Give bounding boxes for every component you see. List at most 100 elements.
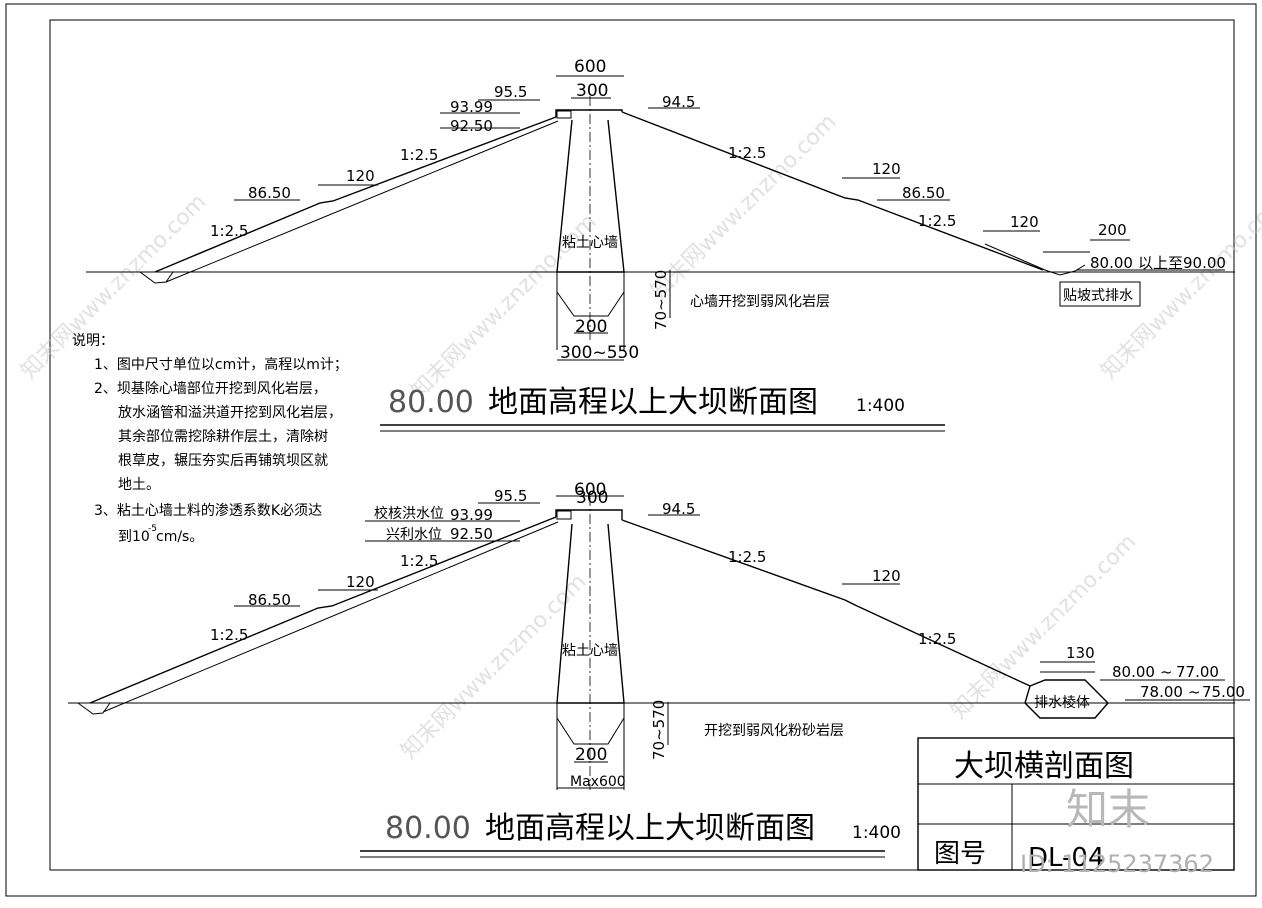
logo-watermark: 知末 bbox=[1066, 785, 1150, 834]
upstream-toe bbox=[77, 702, 111, 715]
section-scale: 1:400 bbox=[856, 396, 905, 416]
crest-width-label: 600 bbox=[574, 57, 606, 77]
berm-label: 120 bbox=[1010, 213, 1039, 231]
upstream-slope bbox=[89, 516, 557, 704]
elev-berm-label: 86.50 bbox=[248, 591, 291, 609]
crest-block bbox=[556, 110, 572, 119]
slope-label: 1:2.5 bbox=[210, 626, 248, 644]
upstream-toe bbox=[139, 271, 174, 284]
core-wall bbox=[556, 119, 625, 273]
id-watermark: ID: 1125237362 bbox=[1020, 850, 1214, 878]
cutoff-trench bbox=[556, 703, 625, 745]
cutoff-trench bbox=[556, 272, 625, 317]
watermark-text: 知末网www.znzmo.com bbox=[17, 189, 212, 384]
downstream-drain bbox=[984, 243, 1086, 276]
note-line: 3、粘土心墙土料的渗透系数K必须达 bbox=[94, 503, 322, 519]
title-block-frame bbox=[917, 737, 1235, 871]
slope-label: 1:2.5 bbox=[728, 144, 766, 162]
crest bbox=[555, 509, 623, 520]
core-label: 粘土心墙 bbox=[562, 235, 618, 251]
note-line: 地土。 bbox=[118, 477, 160, 493]
watermark-text: 知末网www.znzmo.com bbox=[647, 109, 842, 304]
note-line: cm/s。 bbox=[156, 529, 203, 545]
prism-label: 排水棱体 bbox=[1034, 695, 1090, 711]
section-title-number: 80.00 bbox=[385, 811, 471, 846]
prism-width-label: 130 bbox=[1066, 644, 1095, 662]
trench-depth-label: 70~570 bbox=[652, 270, 670, 330]
outer-border bbox=[5, 3, 1257, 897]
trench-depth-label: 70~570 bbox=[650, 700, 668, 760]
note-line: 其余部位需挖除耕作层土，清除树 bbox=[118, 428, 328, 445]
core-wall bbox=[556, 523, 625, 704]
section-title-number: 80.00 bbox=[388, 385, 474, 420]
elev-downstream-label: 94.5 bbox=[662, 93, 695, 111]
trench-label: 开挖到弱风化粉砂岩层 bbox=[704, 723, 844, 739]
berm-label: 120 bbox=[872, 160, 901, 178]
core-top-label: 300 bbox=[576, 488, 608, 508]
trench-label: 心墙开挖到弱风化岩层 bbox=[690, 294, 830, 310]
title-block: 大坝横剖面图 图号 DL-04 bbox=[917, 737, 1235, 873]
elev-b2-label: 75.00 bbox=[1202, 683, 1245, 701]
elev-tilde: ~ bbox=[1160, 663, 1173, 681]
elev-berm-label: 86.50 bbox=[902, 184, 945, 202]
inner-border bbox=[49, 19, 1235, 871]
note-line: 根草皮，辗压夯实后再铺筑坝区就 bbox=[118, 452, 328, 469]
slope-label: 1:2.5 bbox=[728, 548, 766, 566]
elev-b-label: 78.00 bbox=[1140, 683, 1183, 701]
slope-label: 1:2.5 bbox=[400, 552, 438, 570]
note-line: 2、坝基除心墙部位开挖到风化岩层， bbox=[94, 380, 327, 397]
drain-label-box bbox=[1059, 281, 1141, 307]
trench-bottom-label: 200 bbox=[575, 317, 607, 337]
top-section: 600 300 95.5 93.99 92.50 94.5 1:2.5 1:2.… bbox=[86, 57, 1235, 432]
elev-tilde: ~ bbox=[1188, 683, 1201, 701]
elev-berm-label: 86.50 bbox=[248, 184, 291, 202]
elev-normal-label: 92.50 bbox=[450, 525, 493, 543]
upstream-protection bbox=[102, 521, 559, 713]
elev-crest-label: 95.5 bbox=[494, 83, 527, 101]
drain-elev-label: 80.00 bbox=[1090, 254, 1133, 272]
note-line: 放水涵管和溢洪道开挖到风化岩层， bbox=[118, 405, 342, 421]
slope-label: 1:2.5 bbox=[210, 222, 248, 240]
bottom-section: 600 300 95.5 校核洪水位 93.99 兴利水位 92.50 94.5… bbox=[68, 480, 1250, 858]
crest-block bbox=[556, 510, 572, 520]
upstream-protection bbox=[165, 120, 559, 283]
downstream-slope bbox=[621, 111, 1044, 271]
notes-title: 说明： bbox=[72, 333, 114, 349]
crest-width-label: 600 bbox=[574, 480, 606, 500]
drain-width-label: 200 bbox=[1098, 221, 1127, 239]
drain-label: 贴坡式排水 bbox=[1063, 288, 1133, 304]
normal-level-label: 兴利水位 bbox=[386, 527, 442, 543]
notes: 说明： 1、图中尺寸单位以cm计，高程以m计； 2、坝基除心墙部位开挖到风化岩层… bbox=[72, 333, 348, 545]
core-top-label: 300 bbox=[576, 81, 608, 101]
section-scale: 1:400 bbox=[852, 823, 901, 843]
trench-base-label: Max600 bbox=[570, 774, 626, 790]
downstream-slope bbox=[621, 519, 1031, 687]
berm-label: 120 bbox=[872, 567, 901, 585]
trench-bottom-label: 200 bbox=[575, 745, 607, 765]
slope-label: 1:2.5 bbox=[918, 630, 956, 648]
slope-label: 1:2.5 bbox=[400, 146, 438, 164]
title-block-title: 大坝横剖面图 bbox=[954, 749, 1134, 784]
crest bbox=[555, 109, 623, 117]
elev-downstream-label: 94.5 bbox=[662, 500, 695, 518]
berm-label: 120 bbox=[346, 573, 375, 591]
trench-base-label: 300~550 bbox=[560, 343, 639, 363]
section-title: 地面高程以上大坝断面图 bbox=[488, 385, 818, 420]
core-label: 粘土心墙 bbox=[562, 643, 618, 659]
elev-a-label: 80.00 bbox=[1112, 663, 1155, 681]
elev-check-label: 93.99 bbox=[450, 506, 493, 524]
drawing-no-label: 图号 bbox=[934, 839, 986, 869]
watermark-text: 知末网www.znzmo.com bbox=[397, 569, 592, 764]
drawing-no: DL-04 bbox=[1028, 843, 1105, 873]
section-title: 地面高程以上大坝断面图 bbox=[485, 811, 815, 846]
upstream-slope bbox=[154, 116, 557, 273]
elev-normal-label: 92.50 bbox=[450, 117, 493, 135]
note-exponent: -5 bbox=[148, 524, 157, 534]
drain-prism bbox=[1024, 679, 1109, 719]
watermark-text: 知末网www.znzmo.com bbox=[1097, 189, 1262, 384]
note-line: 到10 bbox=[118, 529, 150, 545]
berm-label: 120 bbox=[346, 167, 375, 185]
note-line: 1、图中尺寸单位以cm计，高程以m计； bbox=[94, 356, 348, 373]
elev-check-label: 93.99 bbox=[450, 98, 493, 116]
